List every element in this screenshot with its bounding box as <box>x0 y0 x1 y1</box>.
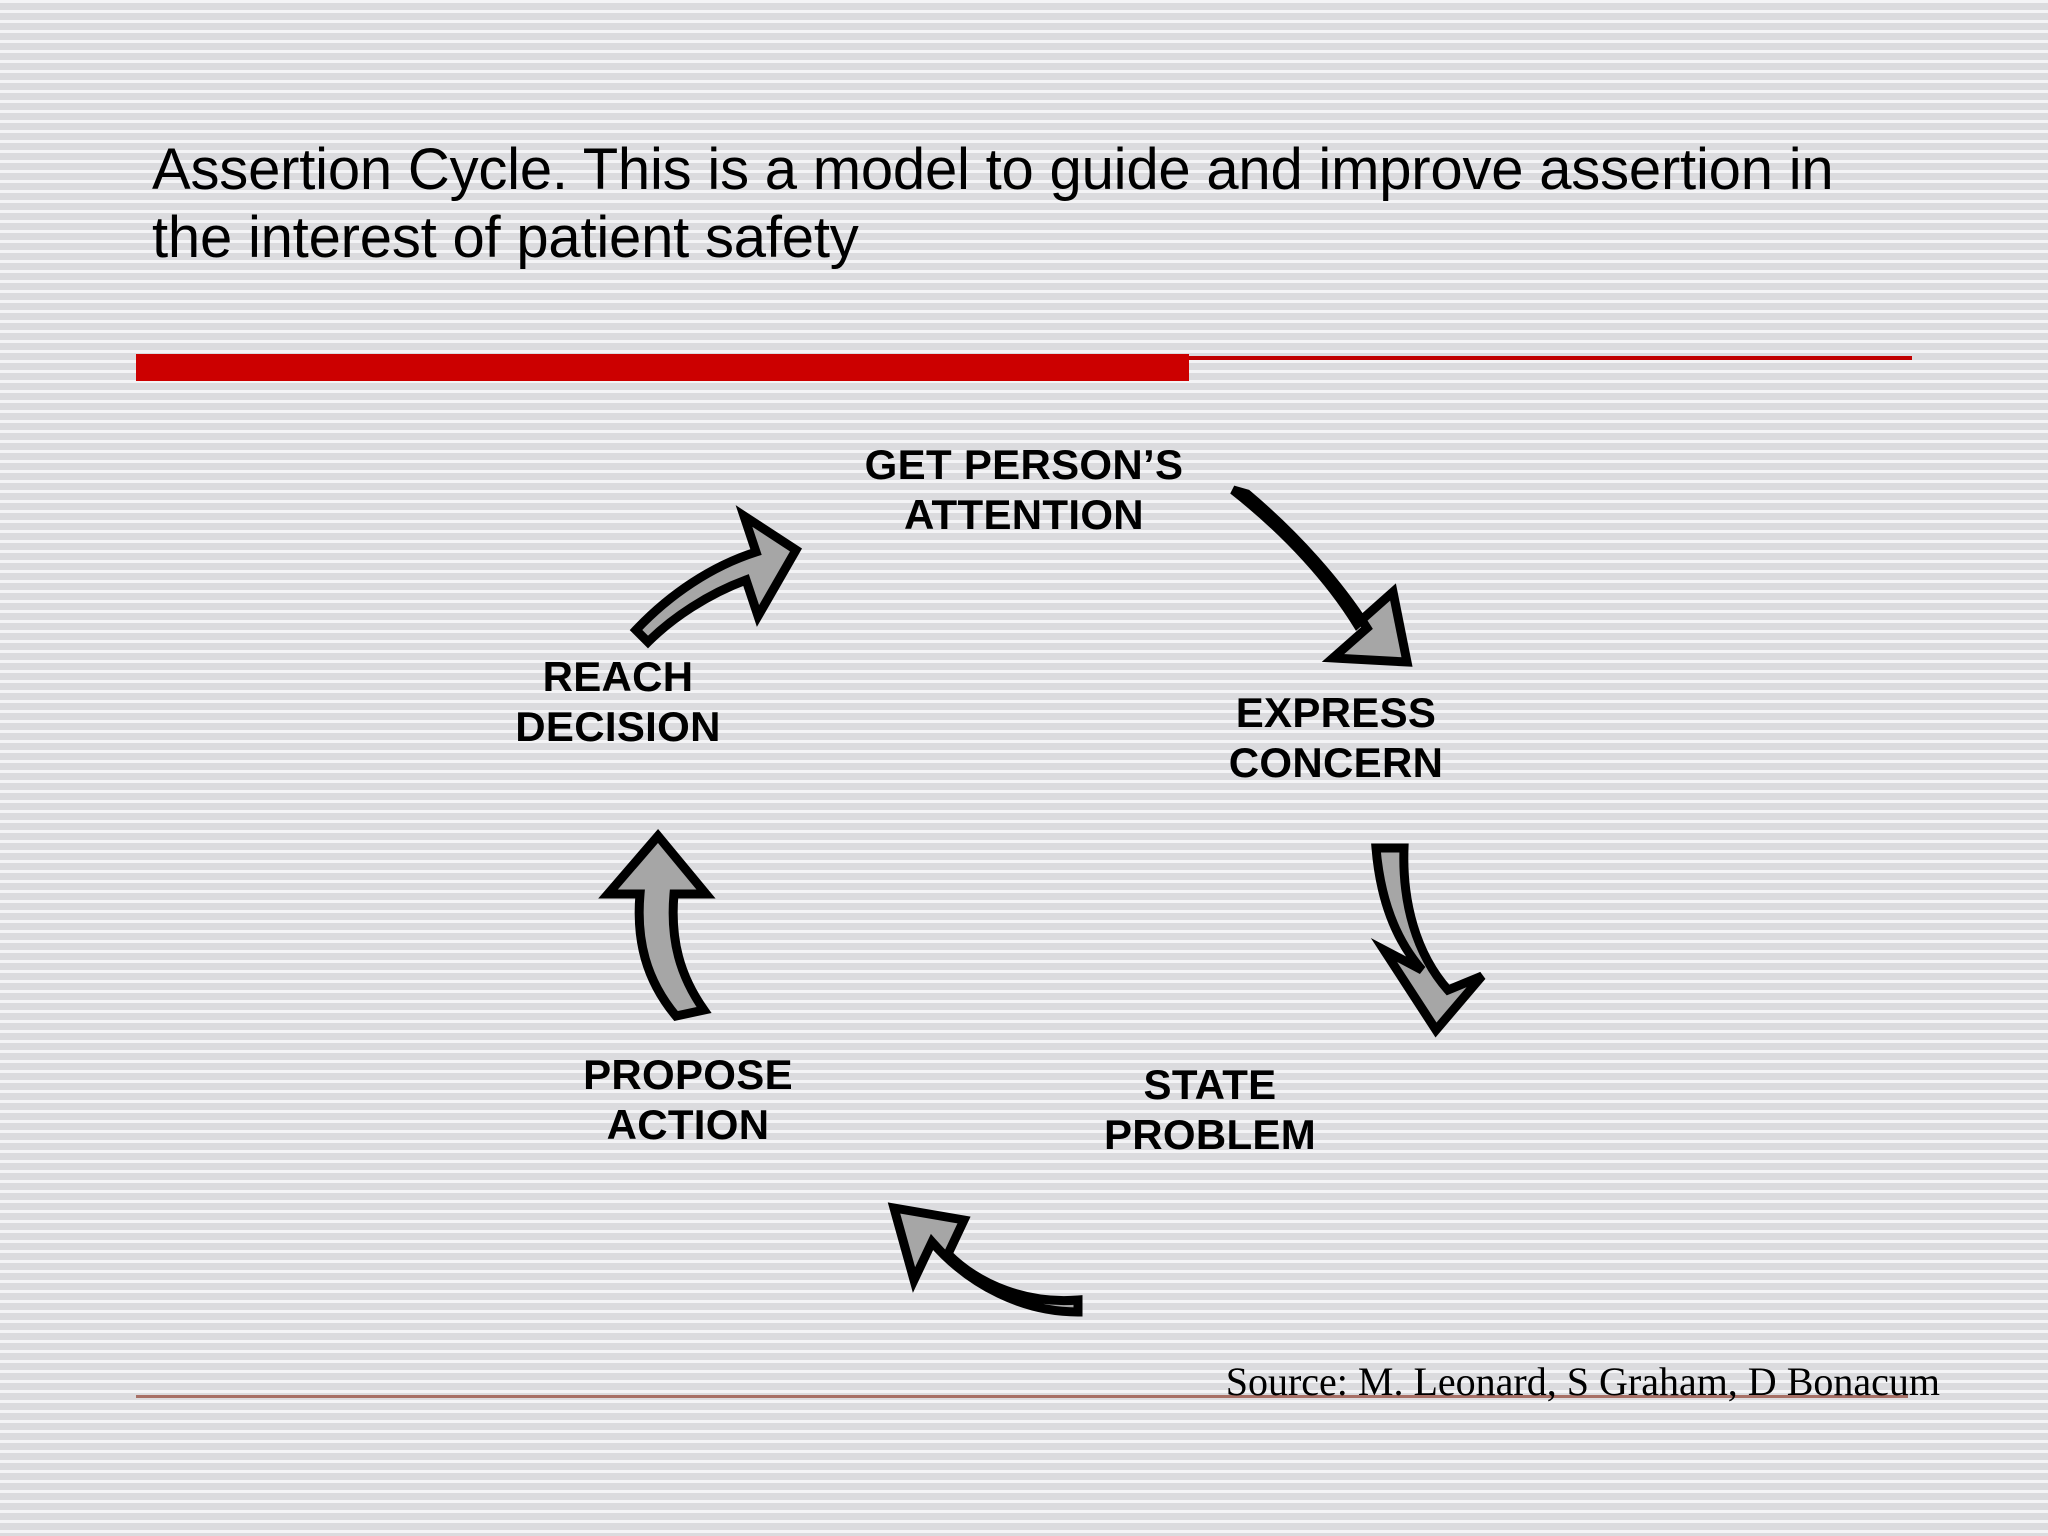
cycle-stage-reach-decision: REACH DECISION <box>515 653 721 750</box>
slide-title: Assertion Cycle. This is a model to guid… <box>152 137 1834 270</box>
title-divider <box>136 345 1912 381</box>
cycle-stage-express-concern: EXPRESS CONCERN <box>1228 689 1444 786</box>
divider-thick-bar <box>136 354 1189 381</box>
arrow-problem-to-propose-icon <box>878 1178 1093 1328</box>
cycle-stage-state-problem: STATE PROBLEM <box>1103 1061 1317 1158</box>
arrow-concern-to-problem-icon <box>1332 838 1507 1038</box>
arrow-attention-to-concern-icon <box>1215 478 1420 667</box>
arrow-propose-to-decision-icon <box>588 828 738 1028</box>
footer-divider <box>136 1395 1908 1398</box>
cycle-stage-get-persons-attention: GET PERSON’S ATTENTION <box>864 441 1184 538</box>
source-citation: Source: M. Leonard, S Graham, D Bonacum <box>1225 1359 1940 1404</box>
cycle-stage-propose-action: PROPOSE ACTION <box>583 1051 793 1148</box>
arrow-decision-to-attention-icon <box>624 494 803 649</box>
